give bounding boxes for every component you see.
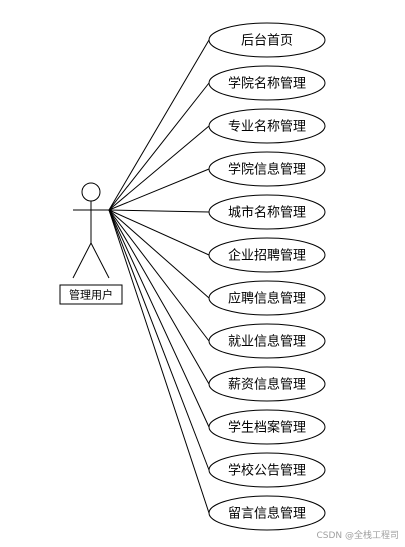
use-case: 学生档案管理 bbox=[208, 409, 326, 445]
use-case-label: 企业招聘管理 bbox=[228, 248, 306, 264]
use-cases: 后台首页学院名称管理专业名称管理学院信息管理城市名称管理企业招聘管理应聘信息管理… bbox=[208, 22, 326, 531]
use-case-label: 学院信息管理 bbox=[228, 162, 306, 178]
use-case: 应聘信息管理 bbox=[208, 280, 326, 316]
use-case: 留言信息管理 bbox=[208, 495, 326, 531]
use-case-label: 后台首页 bbox=[241, 34, 293, 49]
use-case-label: 留言信息管理 bbox=[228, 506, 306, 522]
use-case-ellipse bbox=[208, 452, 326, 488]
actor-label: 管理用户 bbox=[69, 288, 113, 302]
association-line bbox=[108, 209, 210, 256]
use-case-label: 应聘信息管理 bbox=[228, 291, 306, 307]
association-line bbox=[108, 82, 210, 211]
use-case-ellipse bbox=[208, 409, 326, 445]
actor-left-leg bbox=[72, 242, 92, 279]
association-line bbox=[108, 209, 210, 428]
use-case: 学校公告管理 bbox=[208, 452, 326, 488]
use-case-ellipse bbox=[208, 108, 326, 144]
use-case: 专业名称管理 bbox=[208, 108, 326, 144]
association-line bbox=[108, 168, 210, 211]
use-case-ellipse bbox=[208, 323, 326, 359]
actor-manager-user: 管理用户 bbox=[59, 182, 123, 305]
association-line bbox=[108, 39, 210, 211]
use-case: 薪资信息管理 bbox=[208, 366, 326, 402]
association-line bbox=[108, 209, 210, 471]
association-line bbox=[108, 209, 210, 385]
use-case: 城市名称管理 bbox=[208, 194, 326, 230]
use-case: 学院名称管理 bbox=[208, 65, 326, 101]
use-case-label: 就业信息管理 bbox=[228, 334, 306, 350]
use-case-label: 学校公告管理 bbox=[228, 463, 306, 479]
actor-right-leg bbox=[90, 242, 110, 279]
use-case: 企业招聘管理 bbox=[208, 237, 326, 273]
use-case-ellipse bbox=[208, 65, 326, 101]
use-case: 就业信息管理 bbox=[208, 323, 326, 359]
use-case-ellipse bbox=[208, 280, 326, 316]
association-line bbox=[108, 209, 210, 213]
use-case-ellipse bbox=[208, 151, 326, 187]
actor-head bbox=[81, 182, 101, 202]
use-case: 学院信息管理 bbox=[208, 151, 326, 187]
association-lines bbox=[108, 39, 210, 514]
use-case-label: 城市名称管理 bbox=[228, 205, 306, 221]
use-case-ellipse bbox=[208, 366, 326, 402]
use-case-ellipse bbox=[208, 194, 326, 230]
use-case-ellipse bbox=[208, 237, 326, 273]
association-line bbox=[108, 209, 210, 342]
use-case: 后台首页 bbox=[208, 22, 326, 58]
use-case-label: 薪资信息管理 bbox=[228, 377, 306, 393]
use-case-label: 学院名称管理 bbox=[228, 76, 306, 92]
association-line bbox=[108, 209, 210, 514]
watermark: CSDN @全栈工程司 bbox=[316, 531, 399, 541]
use-case-ellipse bbox=[208, 495, 326, 531]
actor-label-box bbox=[59, 284, 123, 305]
use-case-label: 专业名称管理 bbox=[228, 119, 306, 135]
association-line bbox=[108, 209, 210, 299]
use-case-ellipse bbox=[208, 22, 326, 58]
association-line bbox=[108, 125, 210, 211]
use-case-label: 学生档案管理 bbox=[228, 420, 306, 436]
